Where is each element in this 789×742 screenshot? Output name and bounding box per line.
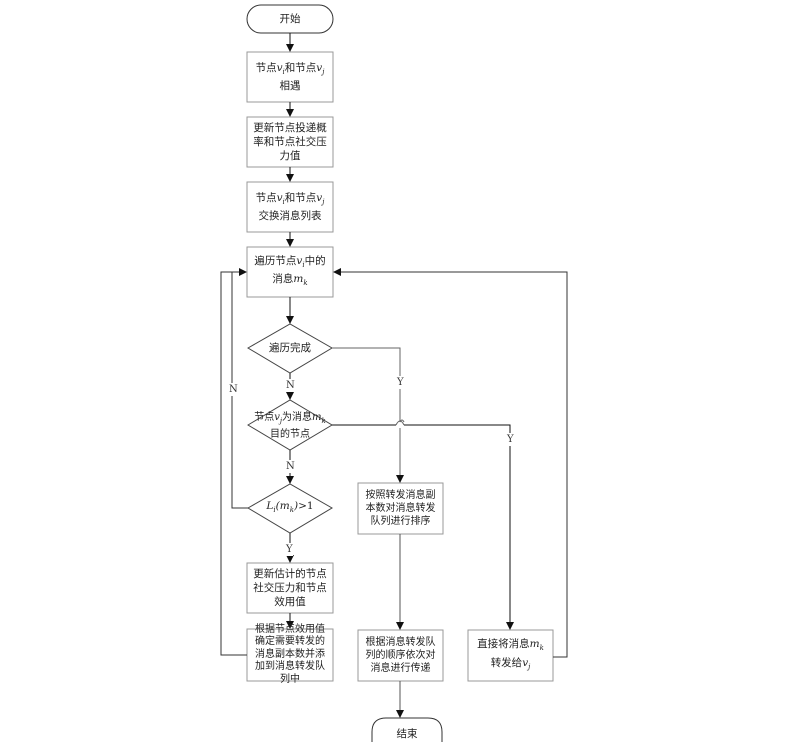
direct-label: 直接将消息mk转发给vj [468, 630, 553, 681]
edge-isdest-direct [332, 424, 510, 629]
meet-label: 节点vi和节点vj相遇 [247, 52, 333, 102]
update-est-box [246, 562, 334, 614]
update-prob-label: 更新节点投递概率和节点社交压力值 [253, 122, 327, 162]
edge-copies-traverse [231, 272, 248, 509]
update-est-label: 更新估计的节点社交压力和节点效用值 [253, 568, 327, 608]
edge-label-done-yes: Y [397, 376, 404, 389]
edge-done-sort [332, 347, 405, 423]
direct-box [467, 629, 554, 682]
exchange-text: 节点vi和节点vj交换消息列表 [255, 191, 325, 223]
edge-label-copies-yes: Y [286, 543, 293, 556]
meet-text: 节点vi和节点vj相遇 [255, 61, 325, 93]
traverse-label: 遍历节点vi中的消息mk [247, 247, 333, 297]
edge-label-isdest-no: N [286, 460, 295, 473]
end-label: 结束 [396, 728, 418, 740]
copies-text: Li(mk)>1 [266, 499, 314, 515]
direct-text: 直接将消息mk转发给vj [477, 638, 544, 671]
sort-box [357, 482, 444, 535]
edge-label-isdest-yes: Y [507, 433, 514, 446]
done-label: 遍历完成 [269, 342, 311, 354]
exchange-box [246, 181, 334, 233]
add-queue-label: 根据节点效用值确定需要转发的消息副本数并添加到消息转发队列中 [255, 623, 325, 685]
edge-label-copies-no: N [229, 383, 238, 396]
edge-label-done-no: N [286, 379, 295, 392]
transmit-box [357, 629, 444, 682]
edge-direct-traverse [333, 268, 568, 658]
sort-label: 按照转发消息副本数对消息转发队列进行排序 [365, 490, 436, 527]
edge-addqueue-traverse [220, 268, 247, 656]
end-terminal [371, 717, 443, 742]
exchange-label: 节点vi和节点vj交换消息列表 [247, 182, 333, 232]
traverse-text: 遍历节点vi中的消息mk [254, 254, 326, 288]
copies-decision [247, 483, 333, 534]
copies-label: Li(mk)>1 [258, 498, 322, 518]
add-queue-box [246, 628, 334, 682]
start-label: 开始 [279, 13, 301, 25]
edge-done-sort-hop [395, 420, 405, 426]
update-prob-box [246, 116, 334, 168]
transmit-label: 根据消息转发队列的顺序依次对消息进行传递 [365, 637, 436, 674]
meet-box [246, 51, 334, 103]
